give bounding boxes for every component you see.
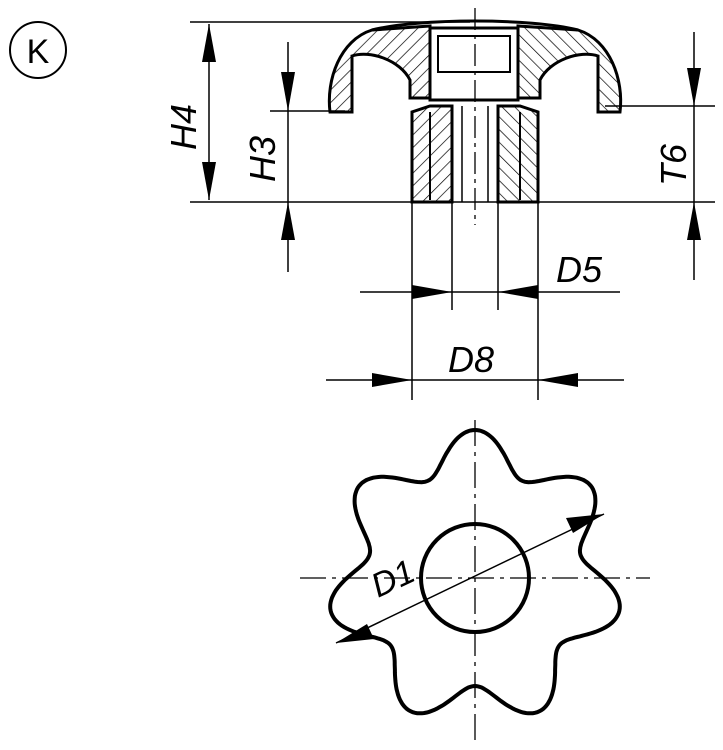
- dim-d5: D5: [360, 249, 620, 299]
- dim-h4-label: H4: [163, 104, 204, 150]
- dim-t6-label: T6: [653, 143, 694, 186]
- shank-left: [410, 104, 454, 204]
- insert-pocket: [437, 35, 511, 73]
- dim-h4: H4: [163, 24, 216, 200]
- variant-badge-letter: K: [27, 33, 50, 71]
- dim-d8-label: D8: [448, 339, 494, 380]
- knob-top-view: [300, 420, 650, 740]
- head-section-right: [516, 24, 623, 114]
- dim-d1-label: D1: [365, 552, 420, 605]
- head-section-left: [327, 24, 432, 114]
- insert-top: [428, 26, 520, 102]
- knob-section-view: [190, 8, 715, 400]
- dim-h3: H3: [242, 42, 295, 272]
- dim-d8: D8: [326, 339, 624, 387]
- dim-t6: T6: [653, 32, 701, 280]
- dim-h3-label: H3: [242, 136, 283, 182]
- variant-badge: K: [9, 21, 67, 79]
- shank-right: [496, 104, 540, 204]
- variant-badge-circle: [9, 21, 67, 79]
- dim-d5-label: D5: [556, 249, 603, 290]
